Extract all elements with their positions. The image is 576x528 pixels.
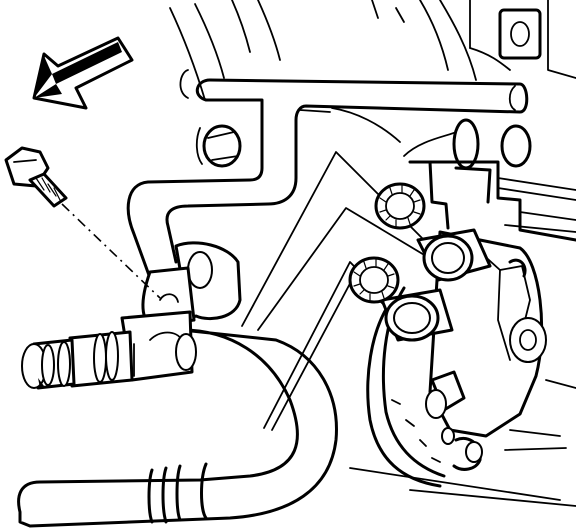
sealing-washer-upper — [374, 182, 426, 230]
direction-arrow — [32, 36, 134, 110]
bolt-alignment-line — [61, 203, 161, 299]
upper-refrigerant-hose — [126, 69, 529, 280]
engine-block — [169, 0, 576, 143]
compressor-port-lower — [380, 288, 454, 342]
mounting-bolt — [4, 146, 68, 208]
compressor-body — [349, 118, 576, 507]
sealing-washer-lower — [348, 256, 400, 304]
hose-clamp-bracket — [120, 241, 242, 382]
lower-refrigerant-hose — [17, 328, 338, 528]
compressor-port-upper — [416, 228, 492, 282]
engine-mount-bolt — [195, 124, 242, 168]
hose-fitting-end — [21, 330, 134, 390]
